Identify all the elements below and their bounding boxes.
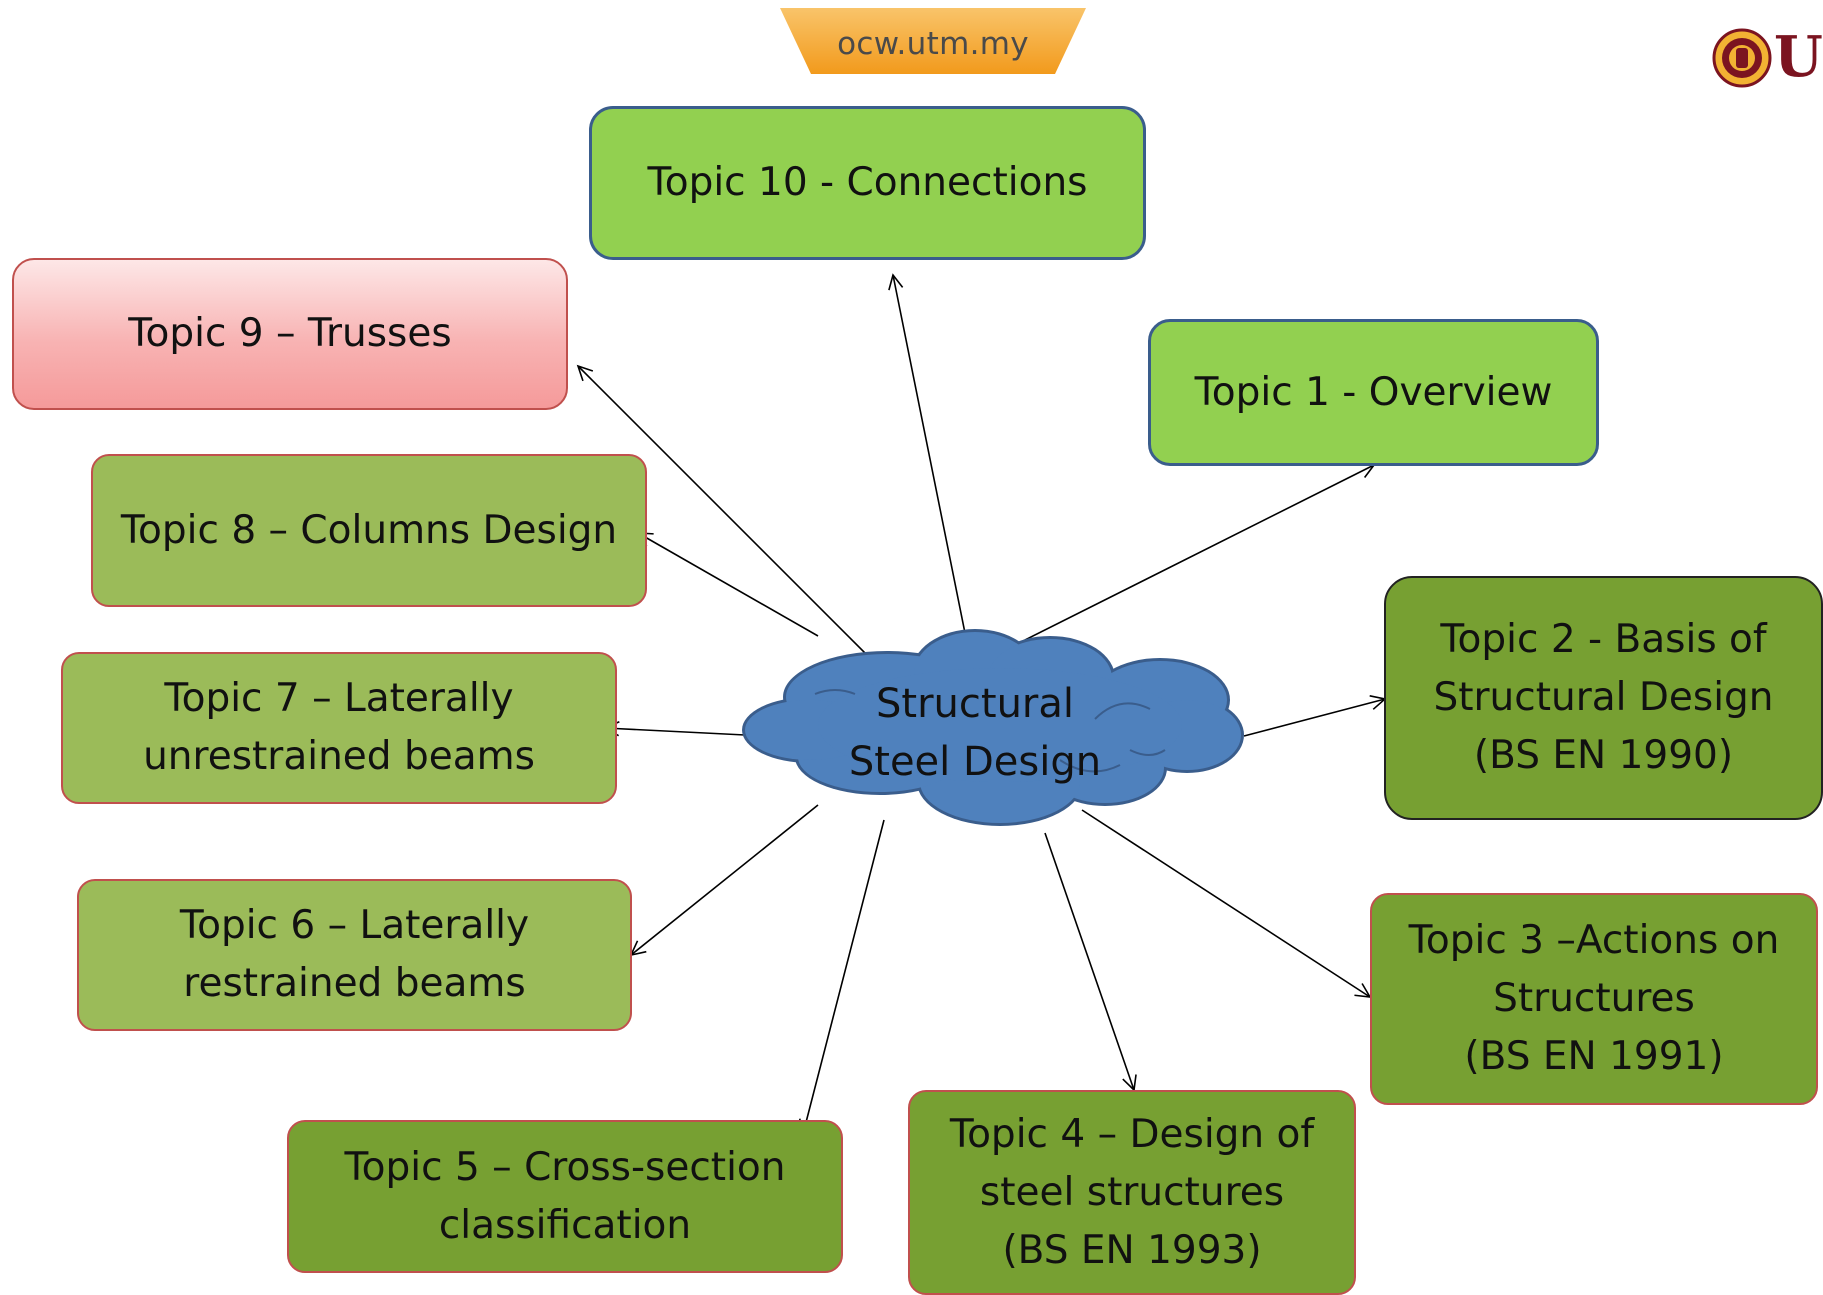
topic-10-label: Topic 10 - Connections [647, 160, 1088, 205]
arrow-to-topic-1 [994, 464, 1376, 656]
topic-5-box[interactable]: Topic 5 – Cross-section classification [287, 1120, 843, 1273]
arrow-to-topic-4 [1044, 832, 1137, 1092]
topic-1-label: Topic 1 - Overview [1194, 369, 1553, 415]
utm-logo: U [1712, 24, 1823, 90]
site-url[interactable]: ocw.utm.my [837, 26, 1029, 62]
logo-letter: U [1774, 24, 1823, 90]
arrow-to-topic-10 [888, 273, 969, 649]
arrow-to-topic-9 [576, 364, 881, 669]
arrow-to-topic-3 [1081, 809, 1372, 998]
arrow-to-topic-6 [629, 804, 819, 957]
topic-10-box[interactable]: Topic 10 - Connections [589, 106, 1146, 260]
arrow-to-topic-2 [1243, 694, 1387, 737]
topic-5-label: Topic 5 – Cross-section classification [344, 1144, 786, 1248]
topic-3-label: Topic 3 –Actions on Structures (BS EN 19… [1408, 918, 1780, 1079]
topic-4-label: Topic 4 – Design of steel structures (BS… [949, 1111, 1315, 1273]
topic-8-box[interactable]: Topic 8 – Columns Design [91, 454, 647, 607]
topic-1-box[interactable]: Topic 1 - Overview [1148, 319, 1599, 466]
topic-3-box[interactable]: Topic 3 –Actions on Structures (BS EN 19… [1370, 893, 1818, 1105]
arrow-to-topic-8 [636, 532, 819, 637]
arrow-to-topic-5 [798, 819, 885, 1136]
site-banner[interactable]: ocw.utm.my [780, 8, 1086, 74]
topic-4-box[interactable]: Topic 4 – Design of steel structures (BS… [908, 1090, 1356, 1295]
topic-8-label: Topic 8 – Columns Design [120, 507, 618, 553]
banner-shape [780, 8, 1086, 74]
topic-7-label: Topic 7 – Laterally unrestrained beams [143, 676, 535, 779]
topic-2-label: Topic 2 - Basis of Structural Design (BS… [1433, 617, 1774, 778]
topic-7-box[interactable]: Topic 7 – Laterally unrestrained beams [61, 652, 617, 804]
central-cloud-icon [742, 629, 1244, 826]
utm-crest-icon [1712, 28, 1772, 88]
topic-2-box[interactable]: Topic 2 - Basis of Structural Design (BS… [1384, 576, 1823, 820]
topic-9-box[interactable]: Topic 9 – Trusses [12, 258, 568, 410]
topic-6-box[interactable]: Topic 6 – Laterally restrained beams [77, 879, 632, 1031]
topic-9-label: Topic 9 – Trusses [128, 311, 452, 356]
central-topic-label: Structural Steel Design [848, 681, 1102, 785]
topic-6-label: Topic 6 – Laterally restrained beams [179, 903, 530, 1006]
arrow-to-topic-7 [603, 720, 746, 737]
